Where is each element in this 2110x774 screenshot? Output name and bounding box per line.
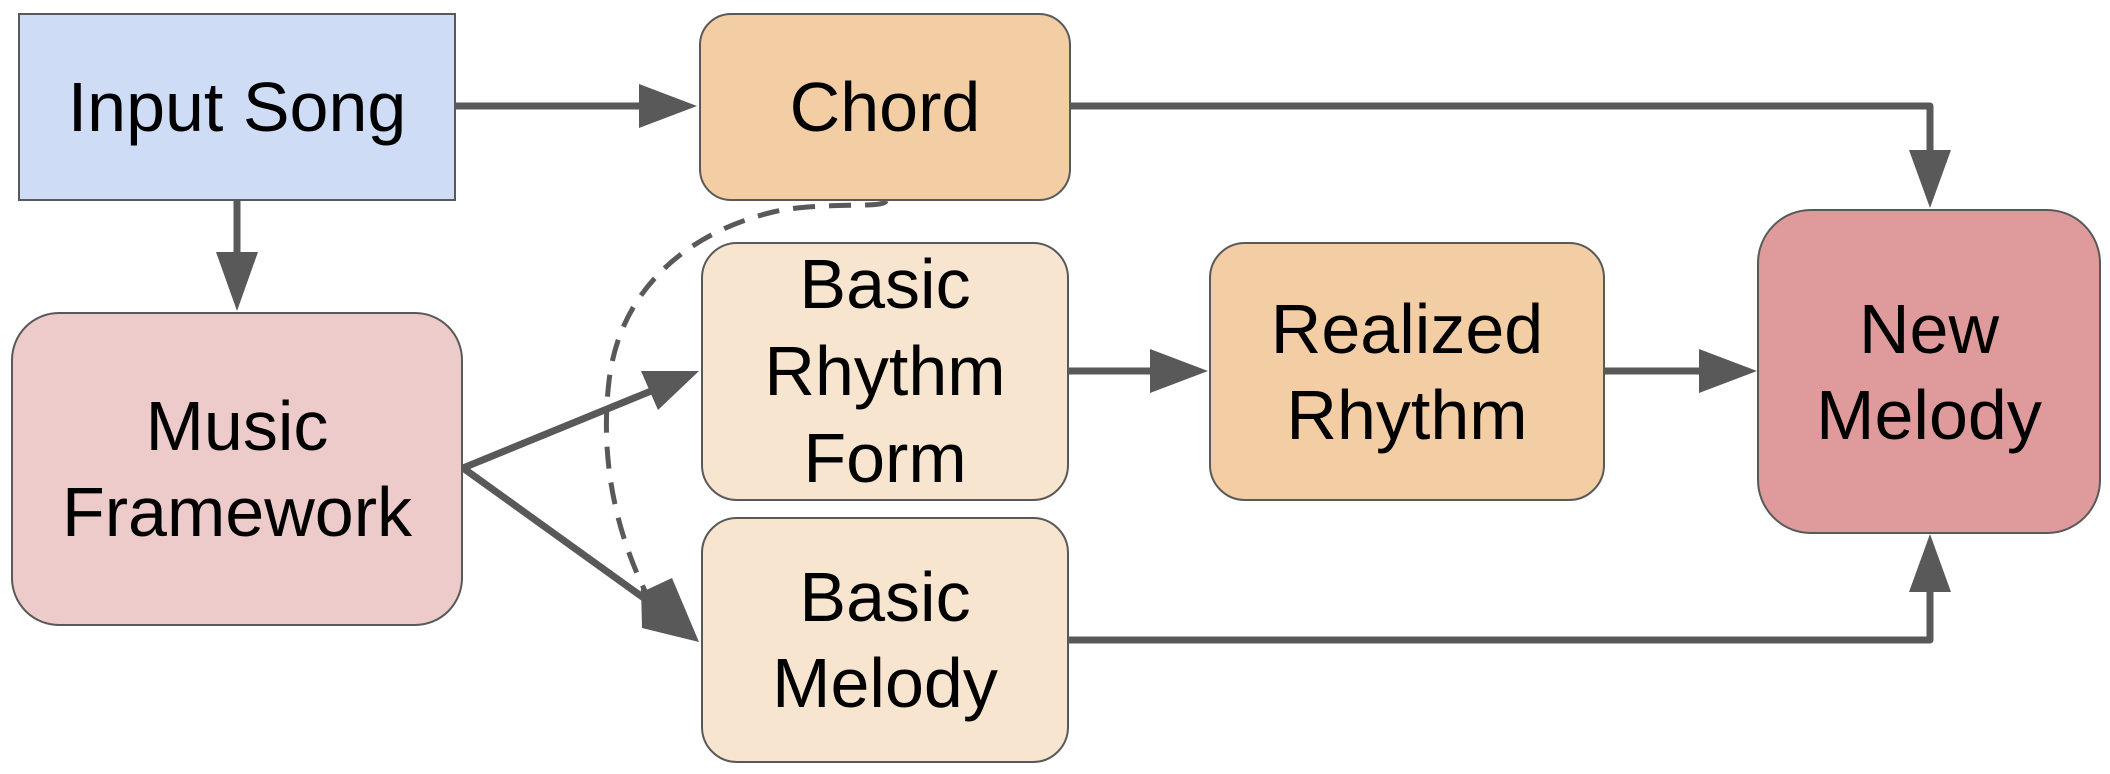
node-basic-rhythm-form-label-line-2: Rhythm: [764, 332, 1006, 410]
node-realized-rhythm-label-line-2: Rhythm: [1286, 375, 1528, 454]
node-realized-rhythm: Realized Rhythm: [1209, 242, 1605, 501]
node-music-framework: Music Framework: [11, 312, 463, 626]
node-new-melody-label-line-2: Melody: [1816, 375, 2042, 454]
edge-music-framework-to-basic-rhythm-form: [461, 371, 699, 472]
node-new-melody-label-line-1: New: [1858, 289, 2000, 368]
node-basic-rhythm-form-label-line-1: Basic: [799, 245, 971, 323]
node-realized-rhythm-label-line-1: Realized: [1270, 289, 1544, 368]
edge-input-song-to-chord: [456, 84, 697, 128]
edge-music-framework-to-basic-melody: [460, 465, 699, 642]
node-music-framework-label-line-2: Framework: [61, 473, 413, 551]
node-chord-label: Chord: [789, 68, 981, 146]
node-input-song: Input Song: [18, 13, 456, 201]
node-basic-rhythm-form: Basic Rhythm Form: [701, 242, 1069, 501]
node-input-song-label: Input Song: [67, 68, 407, 146]
node-music-framework-label-line-1: Music: [145, 387, 329, 465]
node-basic-rhythm-form-label-line-3: Form: [803, 419, 967, 497]
node-basic-melody-label-line-2: Melody: [772, 644, 998, 722]
edge-basic-melody-to-new-melody: [1069, 534, 1951, 644]
edge-chord-to-new-melody: [1071, 102, 1951, 208]
node-basic-melody-label-line-1: Basic: [799, 558, 971, 636]
edge-chord-to-basic-melody-dashed: [603, 199, 889, 642]
node-basic-melody: Basic Melody: [701, 517, 1069, 763]
edge-input-song-to-music-framework: [216, 201, 258, 311]
node-new-melody: New Melody: [1757, 209, 2101, 534]
edge-basic-rhythm-form-to-realized-rhythm: [1069, 349, 1208, 393]
edge-realized-rhythm-to-new-melody: [1605, 349, 1757, 393]
node-chord: Chord: [699, 13, 1071, 201]
